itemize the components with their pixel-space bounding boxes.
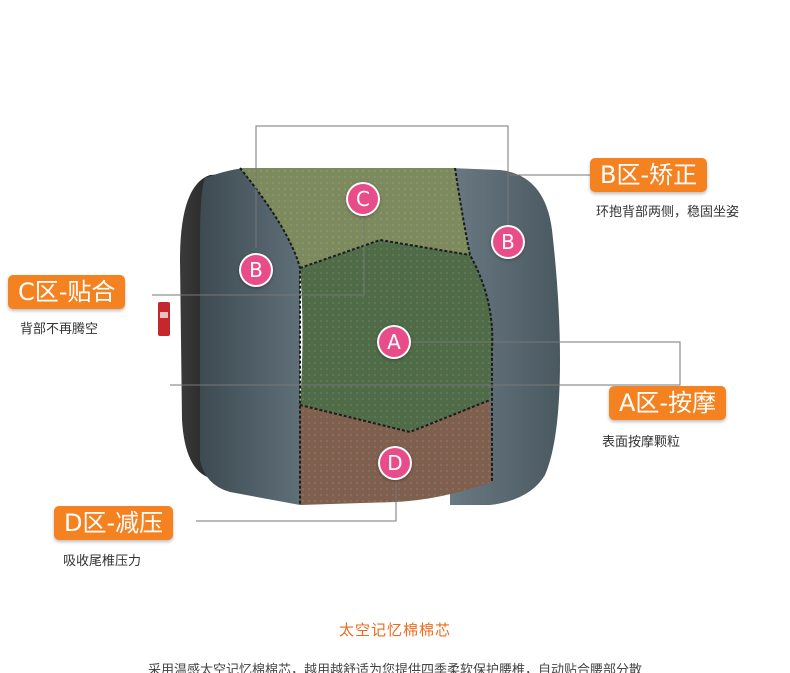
marker-b-left-label: B	[241, 255, 271, 285]
zone-c-description: 背部不再腾空	[20, 322, 99, 337]
marker-b-right: B	[491, 225, 525, 259]
marker-b-right-label: B	[493, 227, 523, 257]
brand-tag	[158, 302, 170, 336]
marker-d-label: D	[380, 448, 410, 478]
cushion-left-panel	[200, 168, 300, 505]
zone-a-badge: A区-按摩	[609, 386, 727, 420]
zone-a-description: 表面按摩颗粒	[602, 435, 681, 450]
marker-a-label: A	[379, 327, 409, 357]
zone-d-badge: D区-减压	[54, 506, 174, 540]
section-title: 太空记忆棉棉芯	[338, 621, 451, 639]
zone-b-badge: B区-矫正	[590, 158, 708, 192]
zone-c-badge: C区-贴合	[8, 275, 126, 309]
marker-c: C	[346, 182, 380, 216]
product-description-text: 采用温感太空记忆棉棉芯，越用越舒适为您提供四季柔软保护腰椎，自动贴合腰部分散	[147, 663, 642, 673]
zone-d-description: 吸收尾椎压力	[63, 554, 142, 569]
marker-c-label: C	[348, 184, 378, 214]
zone-b-description: 环抱背部两侧，稳固坐姿	[596, 205, 740, 220]
marker-b-left: B	[239, 253, 273, 287]
marker-d: D	[378, 446, 412, 480]
marker-a: A	[377, 325, 411, 359]
